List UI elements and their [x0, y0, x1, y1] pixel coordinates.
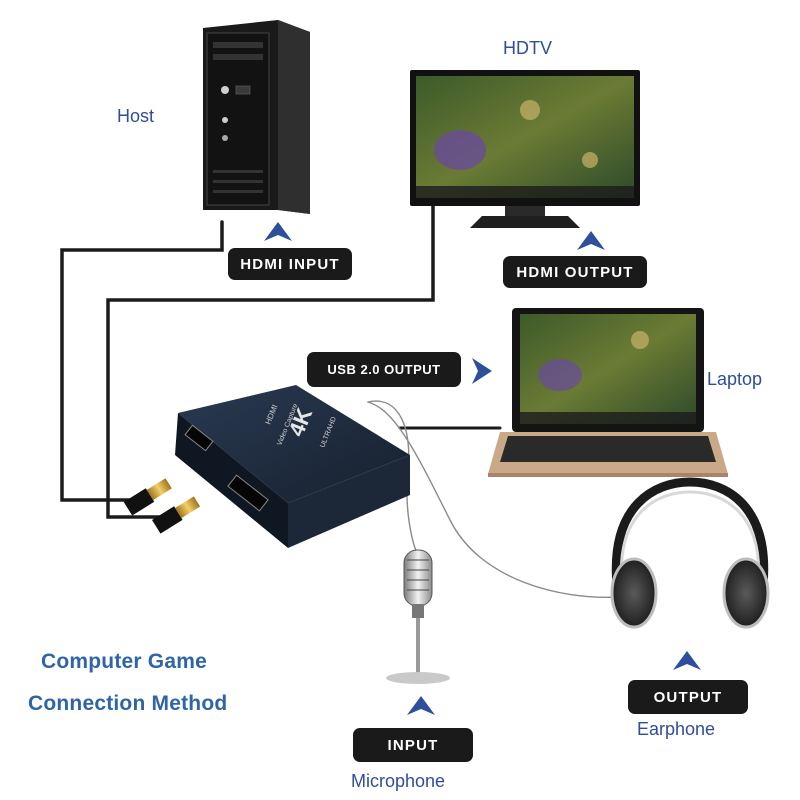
microphone-icon: [386, 549, 450, 684]
monitor-icon: [410, 70, 640, 228]
capture-card-icon: 4K ULTRAHD HDMI Video Capture: [175, 385, 410, 548]
laptop-icon: [488, 308, 728, 477]
hdmi-output-tag: HDMI OUTPUT: [503, 256, 647, 288]
hdmi-plug-icon: [123, 478, 172, 516]
cables: [60, 198, 619, 598]
hdmi-plug-icon: [152, 496, 201, 534]
diagram-title-line2: Connection Method: [28, 692, 228, 715]
host-label: Host: [117, 106, 155, 126]
diagram-title-line1: Computer Game: [41, 650, 207, 673]
hdtv-label: HDTV: [503, 38, 552, 58]
earphone-label: Earphone: [637, 719, 716, 739]
earphone-output-tag: OUTPUT: [628, 680, 748, 714]
usb-output-tag: USB 2.0 OUTPUT: [307, 352, 461, 387]
desktop-tower-icon: [203, 20, 310, 214]
headphones-icon: [610, 477, 770, 629]
arrow-right-icon: [472, 358, 492, 384]
microphone-label: Microphone: [351, 771, 446, 791]
laptop-label: Laptop: [707, 369, 763, 389]
arrow-up-icon: [407, 696, 435, 715]
mic-input-tag: INPUT: [353, 728, 473, 762]
arrow-up-icon: [264, 222, 292, 241]
hdmi-input-tag: HDMI INPUT: [228, 248, 352, 280]
arrow-up-icon: [673, 651, 701, 670]
arrow-up-icon: [577, 231, 605, 250]
